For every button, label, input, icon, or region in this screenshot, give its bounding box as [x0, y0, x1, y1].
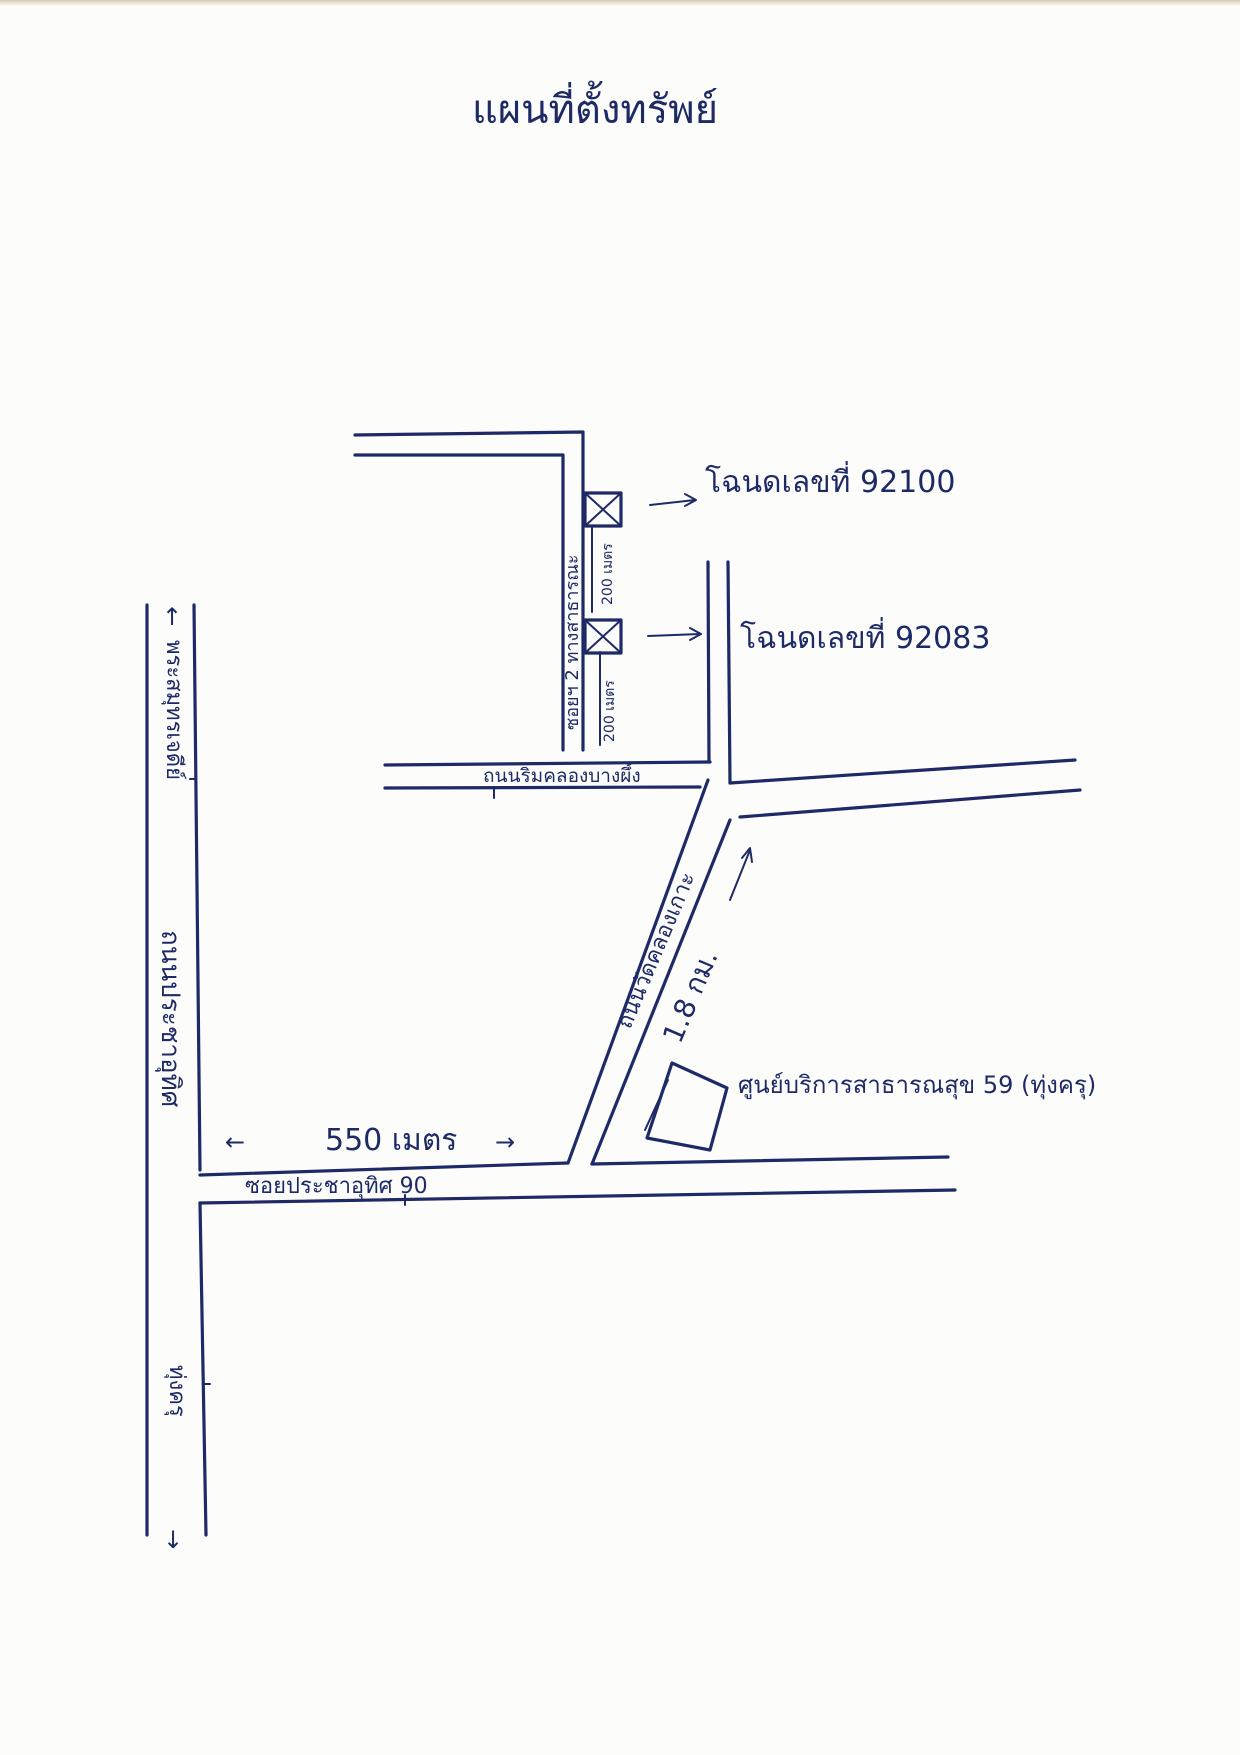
dist-200-a-group: 200 เมตร	[600, 543, 616, 605]
lane-label-group: ซอยฯ 2 ทางสาธารณะ	[562, 554, 583, 730]
distance-1-8-group: 1.8 กม.	[656, 945, 725, 1048]
soi-north-edge-west	[198, 1161, 570, 1177]
plot-1-box	[583, 491, 623, 528]
south-arrow-icon: ↓	[163, 1526, 183, 1554]
plot-2-marker	[583, 618, 623, 655]
lane-outer-edge	[353, 430, 585, 752]
main-road-name-group: ถนนประชาอุทิศ	[155, 930, 185, 1108]
canal-road-north-edge-west	[383, 760, 712, 767]
plot-2-cross-b	[584, 619, 622, 654]
health-center-pointer	[644, 1079, 669, 1131]
main-road-south-label-group: ทุ่งครุ	[164, 1365, 189, 1417]
dist-200-b-group: 200 เมตร	[602, 680, 618, 742]
main-road-north-label-group: พระสมุทรเจดีย์	[161, 640, 186, 780]
right-road-east-edge	[726, 560, 732, 785]
plot-1-arrow-head-icon	[684, 493, 697, 507]
lane-inner-edge	[353, 453, 565, 752]
soi-prachauthit-road	[198, 1155, 957, 1206]
distance-550: 550 เมตร	[325, 1123, 457, 1158]
main-road-south-dest: ทุ่งครุ	[164, 1365, 189, 1417]
canal-road-south-edge-west	[383, 785, 702, 790]
plot-1-label: โฉนดเลขที่ 92100	[705, 461, 955, 500]
canal-road-south-edge-east	[738, 788, 1082, 819]
plot-2-arrow-line	[647, 633, 701, 637]
map-title: แผนที่ตั้งทรัพย์	[472, 80, 718, 133]
plot-1-cross-b	[584, 492, 622, 527]
left-arrow-icon: ←	[225, 1128, 245, 1156]
right-arrow-icon: →	[495, 1128, 515, 1156]
soi-south-edge	[198, 1188, 957, 1205]
wat-road	[566, 778, 732, 1166]
main-road-east-edge-lower	[198, 1201, 208, 1537]
health-center-building	[645, 1061, 729, 1152]
paper-edge	[0, 0, 1240, 6]
canal-road-name: ถนนริมคลองบางผึ้ง	[483, 762, 641, 787]
up-arrow-head-icon	[741, 847, 753, 863]
wat-road-west-edge	[566, 778, 710, 1165]
plot-2-label: โฉนดเลขที่ 92083	[740, 617, 990, 656]
soi-prachauthit-name: ซอยประชาอุทิศ 90	[245, 1174, 428, 1199]
plot-1-marker	[583, 491, 623, 528]
health-center-label: ศูนย์บริการสาธารณสุข 59 (ทุ่งครุ)	[738, 1071, 1096, 1100]
canal-road	[383, 758, 1082, 819]
main-road-east-edge-upper	[192, 603, 202, 1172]
distance-1-8: 1.8 กม.	[656, 945, 725, 1048]
distance-200-b: 200 เมตร	[602, 680, 618, 742]
right-road-west-edge	[706, 560, 711, 764]
main-road	[145, 603, 211, 1537]
access-lane	[353, 430, 585, 752]
plot-1-arrow-line	[649, 499, 696, 506]
lane-label: ซอยฯ 2 ทางสาธารณะ	[562, 554, 583, 730]
main-road-north-dest: พระสมุทรเจดีย์	[161, 640, 186, 780]
up-arrow-line	[729, 849, 751, 901]
right-vertical-road	[706, 560, 732, 785]
north-arrow-icon: ↑	[162, 603, 182, 631]
wat-road-east-edge	[590, 818, 732, 1166]
distance-200-a: 200 เมตร	[600, 543, 616, 605]
plot-2-arrow-head-icon	[689, 627, 702, 641]
plot-2-box	[583, 618, 623, 655]
canal-road-north-edge-east	[728, 758, 1077, 785]
main-road-name: ถนนประชาอุทิศ	[155, 930, 185, 1108]
soi-north-edge-east	[590, 1155, 950, 1166]
